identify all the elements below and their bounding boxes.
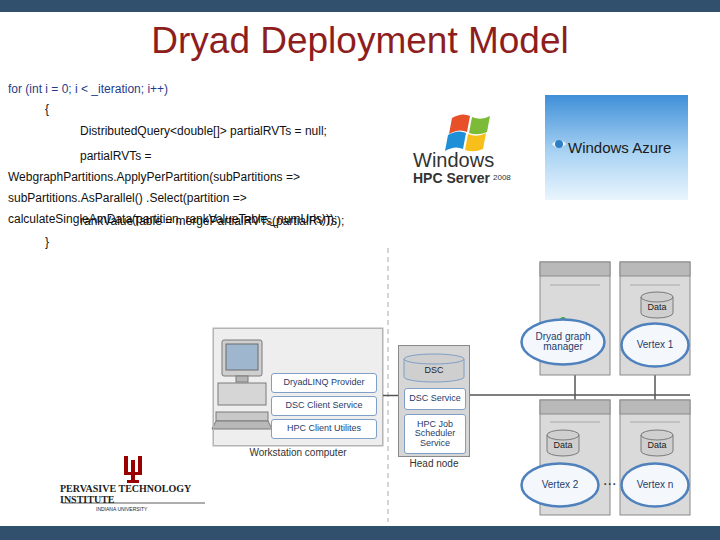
windows-flag-logo: [445, 131, 466, 151]
service-box: HPC Client Utilites: [271, 419, 377, 439]
code-line: rankValueTable = mergePartialRVTs(partia…: [80, 214, 400, 228]
cylinder-body: [547, 430, 579, 456]
divider-line: [387, 248, 389, 522]
node-label: DSC: [424, 366, 443, 375]
node-caption: Workstation computer: [184, 448, 412, 459]
circle-outline: [622, 324, 689, 367]
server-tower: [540, 400, 610, 414]
node-label: DSC Service: [409, 394, 461, 403]
process-circle: Dryad graph manager: [520, 318, 606, 366]
network-bus: [654, 375, 656, 400]
workstation-panel: [226, 344, 258, 370]
node-label: Dryad graph manager: [528, 332, 598, 353]
node-label: HPC Client Utilites: [287, 424, 361, 433]
workstation-panel: [212, 421, 272, 429]
process-circle: Vertex 2: [520, 462, 600, 508]
network-bus: [470, 394, 690, 396]
service-box: DSC Service: [404, 388, 466, 410]
windows-flag-logo: [469, 116, 490, 134]
code-line: }: [45, 235, 105, 249]
cylinder-body: [641, 430, 673, 456]
circle-outline: [522, 320, 605, 365]
logo-text: Windows Azure: [568, 139, 690, 157]
node-label: HPC Job Scheduler Service: [405, 420, 465, 448]
node-label: Vertex 2: [542, 480, 579, 491]
data-cylinder: Data: [546, 430, 580, 456]
server-tower: [550, 422, 600, 423]
data-cylinder: Data: [640, 292, 674, 318]
node-label: Data: [647, 441, 666, 450]
service-box: DryadLINQ Provider: [271, 373, 377, 393]
server-tower: [620, 400, 690, 515]
divider-line: [388, 248, 389, 522]
iu-trident-logo: [124, 456, 142, 483]
server-tower: [620, 262, 690, 276]
head-node-tower: Head nodeDSCDSC ServiceHPC Job Scheduler…: [398, 345, 470, 457]
code-line: {: [45, 102, 105, 116]
process-circle: Vertex n: [620, 462, 690, 508]
data-cylinder: Data: [640, 430, 674, 456]
server-tower: [620, 262, 690, 375]
server-tower: [550, 285, 600, 286]
service-box: HPC Job Scheduler Service: [404, 414, 466, 454]
workstation-panel: [212, 328, 383, 446]
node-label: Vertex 1: [637, 340, 674, 351]
code-line: DistributedQuery<double[]> partialRVTs =…: [80, 124, 400, 138]
workstation-panel: [213, 328, 383, 446]
node-label: DSC Client Service: [285, 401, 362, 410]
cylinder-rim: [641, 297, 673, 302]
slide-band: [0, 526, 720, 540]
circle-outline: [622, 464, 689, 507]
windows-flag-logo: [445, 114, 490, 151]
workstation-panel: [236, 376, 248, 382]
code-line: for (int i = 0; i < _iteration; i++): [8, 82, 388, 96]
logo-text: 2008: [493, 173, 533, 183]
node-caption: Head node: [369, 459, 499, 470]
node-label: Data: [553, 441, 572, 450]
storage-cylinder: DSC: [403, 354, 465, 382]
logo-text: PERVASIVE TECHNOLOGY: [60, 483, 220, 495]
server-tower: [540, 262, 610, 276]
process-circle: Vertex 1: [620, 322, 690, 368]
server-tower: [630, 422, 680, 423]
node-label: DryadLINQ Provider: [283, 378, 364, 387]
logo-text: INDIANA UNIVERSITY: [96, 506, 216, 512]
node-label: Data: [647, 303, 666, 312]
cylinder-rim: [547, 435, 579, 440]
workstation-panel: [222, 340, 262, 376]
node-label: Vertex n: [637, 480, 674, 491]
cylinder-body: [404, 354, 464, 382]
service-box: DSC Client Service: [271, 396, 377, 416]
logo-text: Windows: [413, 148, 513, 172]
cylinder-body: [641, 292, 673, 318]
slide-title: Dryad Deployment Model: [0, 20, 720, 62]
circle-outline: [522, 464, 599, 507]
cylinder-rim: [404, 359, 464, 364]
slide-band: [0, 0, 720, 12]
workstation-panel: [216, 412, 268, 421]
server-tower: [620, 400, 690, 414]
azure-logo: [555, 140, 563, 148]
network-bus: [470, 375, 690, 400]
logo-text: INSTITUTE: [60, 494, 220, 506]
server-tower: [630, 285, 680, 286]
windows-flag-logo: [449, 114, 470, 134]
network-link: [383, 395, 398, 397]
windows-flag-logo: [465, 133, 486, 151]
azure-logo: [552, 140, 566, 148]
ellipsis: ...: [603, 470, 623, 489]
network-bus: [574, 375, 576, 400]
workstation-panel: [218, 383, 266, 405]
workstation-box: Workstation computerDryadLINQ ProviderDS…: [213, 328, 383, 446]
cylinder-rim: [641, 435, 673, 440]
